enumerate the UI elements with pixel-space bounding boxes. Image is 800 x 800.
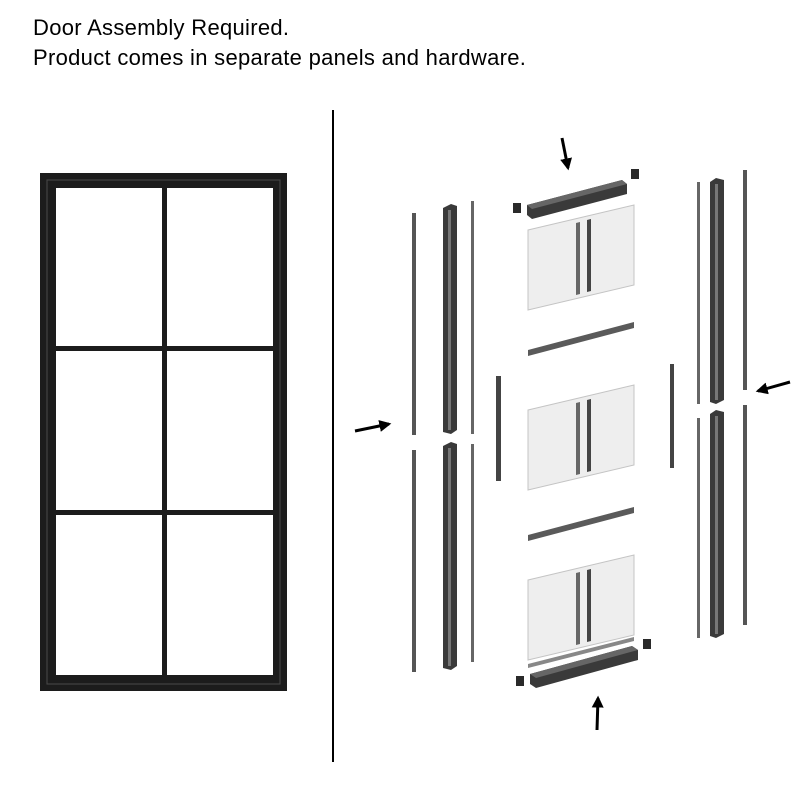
- glass-pane: [167, 351, 273, 510]
- door-glass-panes: [56, 188, 273, 675]
- assembled-door: [40, 173, 287, 691]
- thin-strip: [471, 444, 474, 662]
- corner-block: [513, 203, 521, 213]
- corner-block: [643, 639, 651, 649]
- exploded-view: [354, 137, 791, 731]
- corner-block: [516, 676, 524, 686]
- mid-rail: [528, 322, 634, 356]
- mid-rail: [528, 507, 634, 541]
- left-stile-parts: [412, 201, 501, 672]
- glass-panel-middle: [527, 384, 635, 491]
- muntin-bar: [670, 364, 674, 468]
- glass-pane: [56, 188, 162, 346]
- arrow-icon: [354, 420, 392, 433]
- glass-pane: [56, 351, 162, 510]
- thin-strip: [412, 450, 416, 672]
- thin-strip: [412, 213, 416, 435]
- caption-line-2: Product comes in separate panels and har…: [33, 45, 527, 70]
- thin-strip: [471, 201, 474, 434]
- glass-panel-top: [527, 204, 635, 311]
- glass-pane: [56, 515, 162, 675]
- thin-strip: [743, 405, 747, 625]
- arrow-icon: [755, 380, 791, 395]
- caption-line-1: Door Assembly Required.: [33, 15, 290, 40]
- muntin-bar: [496, 376, 501, 481]
- thin-strip: [697, 182, 700, 404]
- arrow-icon: [591, 695, 604, 731]
- arrow-icon: [560, 137, 573, 171]
- bottom-rail: [516, 637, 651, 688]
- thin-strip: [697, 418, 700, 638]
- assembly-arrows: [354, 137, 791, 731]
- top-rail: [513, 169, 639, 219]
- assembly-caption: Door Assembly Required. Product comes in…: [33, 13, 526, 73]
- right-stile-parts: [670, 170, 747, 638]
- glass-panel-bottom: [527, 554, 635, 661]
- glass-pane: [167, 188, 273, 346]
- corner-block: [631, 169, 639, 179]
- thin-strip: [743, 170, 747, 390]
- glass-pane: [167, 515, 273, 675]
